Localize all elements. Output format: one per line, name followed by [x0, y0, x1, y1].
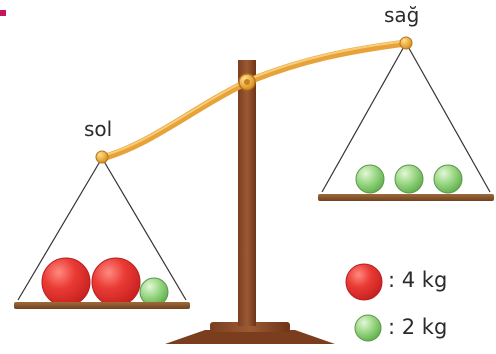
legend-green-text: : 2 kg	[388, 315, 448, 339]
right-pan-string-right	[405, 42, 491, 193]
red-ball	[41, 257, 91, 307]
green-ball	[394, 164, 424, 194]
stand-base	[165, 330, 335, 344]
green-ball	[355, 164, 385, 194]
green-ball	[139, 277, 169, 307]
left-knob	[95, 150, 109, 164]
legend-green-ball	[354, 314, 382, 342]
left-pan-balls	[41, 257, 169, 307]
left-pan-label: sol	[84, 117, 113, 141]
corner-mark	[0, 10, 6, 16]
right-pan	[318, 194, 494, 201]
left-pan-string-right	[101, 157, 187, 301]
stand-foot	[210, 322, 290, 332]
legend-red-ball	[345, 263, 383, 301]
right-pan-balls	[355, 164, 463, 194]
red-ball	[91, 257, 141, 307]
right-pan-string-left	[321, 42, 407, 193]
right-pan-label: sağ	[384, 3, 420, 27]
legend-red-text: : 4 kg	[388, 268, 448, 292]
left-pan-string-left	[17, 157, 103, 301]
green-ball	[433, 164, 463, 194]
right-knob	[399, 36, 413, 50]
left-pan	[14, 302, 190, 309]
stand-pole	[238, 60, 256, 326]
